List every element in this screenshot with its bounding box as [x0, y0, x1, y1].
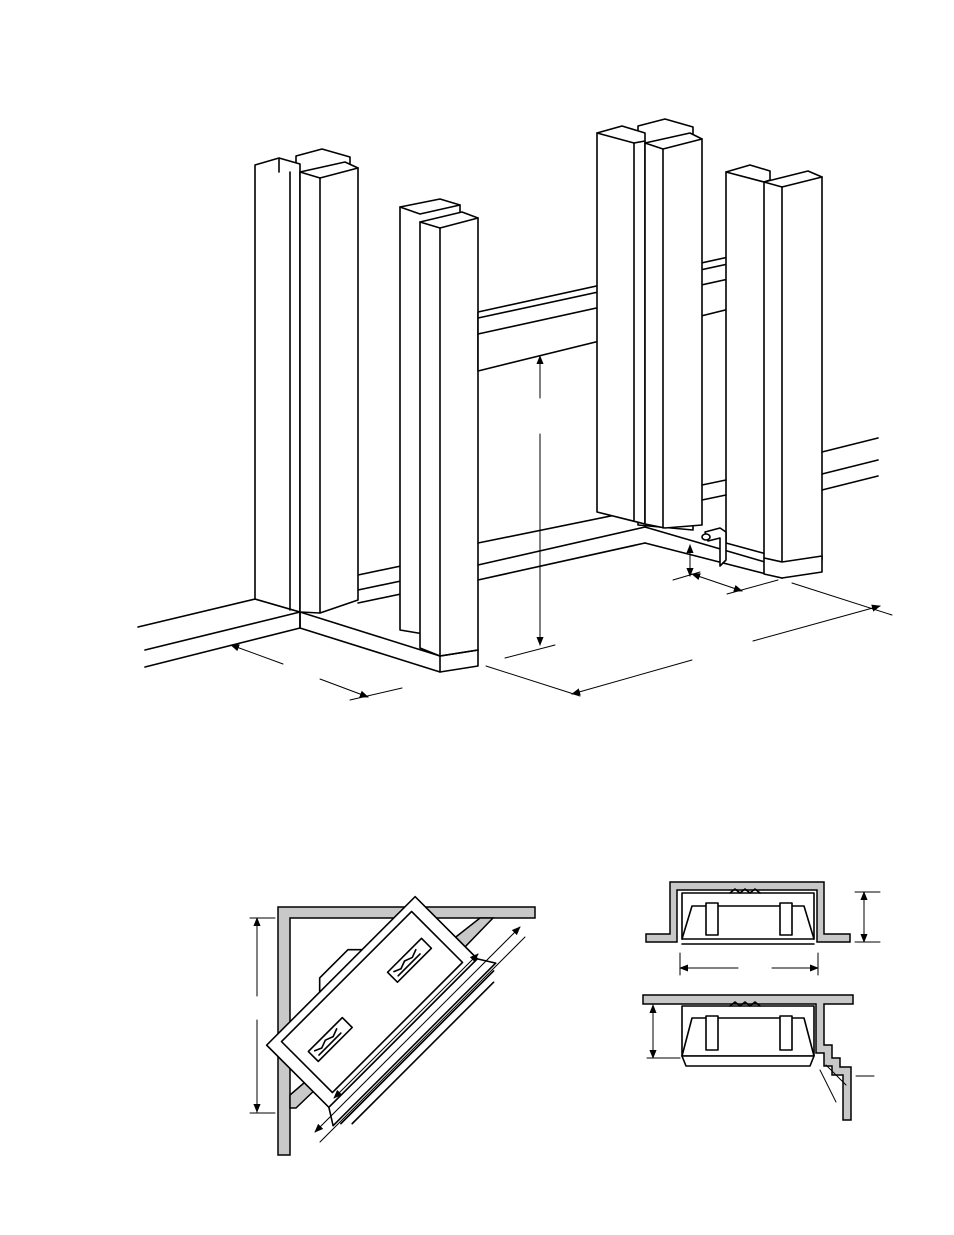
dimension-gas-height [673, 545, 700, 580]
far-right-stud-pair [726, 165, 822, 578]
floor-lines-left [138, 599, 300, 667]
dimension-opening-depth [231, 645, 402, 700]
center-stud-pair [400, 199, 478, 672]
framing-isometric-view [138, 119, 892, 700]
recessed-mantel-view [643, 995, 874, 1120]
dimension-gas-offset [692, 574, 778, 594]
left-stud-pair [255, 149, 358, 613]
corner-installation-view [250, 882, 535, 1155]
dimension-opening-height [505, 356, 555, 658]
dimension-opening-width [486, 583, 892, 696]
right-stud-pair [597, 119, 702, 530]
flat-wall-view [646, 882, 880, 975]
